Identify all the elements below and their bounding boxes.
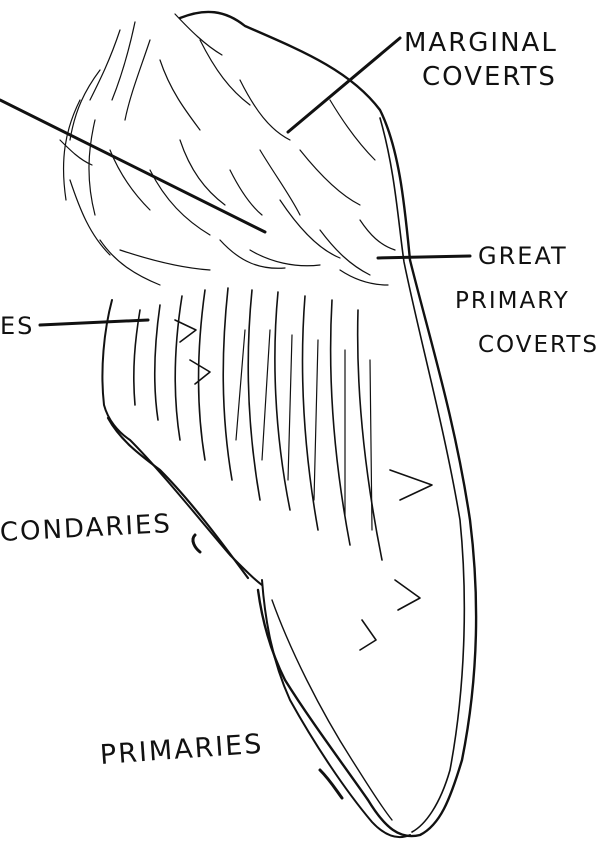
label-great-primary-coverts-line1: GREAT	[478, 244, 568, 268]
coverts-fluff	[60, 14, 395, 285]
label-marginal-coverts-line1: MARGINAL	[404, 30, 558, 56]
leader-coverts-left	[0, 100, 265, 232]
primaries-outline	[262, 580, 410, 837]
primaries-edge	[272, 600, 392, 820]
label-tertiaries: ES	[0, 314, 34, 338]
leader-secondaries	[193, 535, 200, 552]
leader-tertiaries	[40, 320, 148, 325]
feather-shafts	[236, 330, 372, 530]
label-marginal-coverts-line2: COVERTS	[422, 64, 557, 90]
label-great-primary-coverts-line2: PRIMARY	[455, 290, 570, 313]
feather-notches	[175, 320, 432, 650]
label-great-primary-coverts-line3: COVERTS	[478, 334, 599, 357]
leader-great-primary-coverts	[378, 256, 470, 258]
leader-lines	[0, 38, 470, 798]
wing-outline-inner	[380, 118, 464, 832]
leader-primaries	[320, 770, 342, 798]
